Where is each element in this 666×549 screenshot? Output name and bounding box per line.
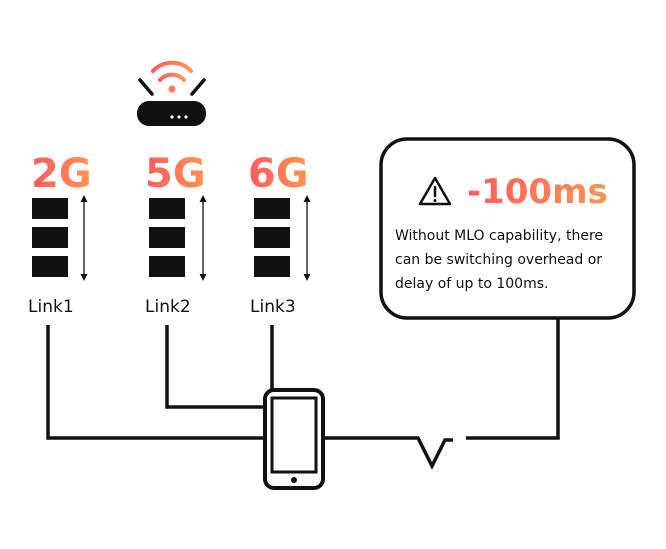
link2-label: Link2 — [145, 297, 191, 317]
link2-stack-icon — [149, 198, 185, 277]
band-label-6g: 6G — [248, 151, 309, 197]
link1-range-arrow-icon — [80, 195, 88, 281]
smartphone-icon — [263, 388, 325, 490]
link3-label: Link3 — [250, 297, 296, 317]
wifi-icon — [151, 60, 193, 93]
band-label-5g: 5G — [145, 151, 206, 197]
link3-stack-icon — [254, 198, 290, 277]
link1-connector — [46, 325, 265, 440]
band-label-2g: 2G — [31, 151, 92, 197]
callout-box — [379, 137, 636, 320]
callout-text-line-1: Without MLO capability, there — [395, 228, 603, 244]
callout-text-line-3: delay of up to 100ms. — [395, 276, 548, 292]
link2-range-arrow-icon — [199, 195, 207, 281]
callout-text-line-2: can be switching overhead or — [395, 252, 602, 268]
zigzag-break-icon — [406, 436, 453, 470]
connection-lines — [46, 318, 560, 440]
link2-connector — [165, 325, 265, 409]
link3-range-arrow-icon — [303, 195, 311, 281]
link1-stack-icon — [32, 198, 68, 277]
callout-connector-right — [466, 318, 560, 440]
warning-triangle-icon — [418, 176, 452, 206]
link1-label: Link1 — [28, 297, 74, 317]
router-icon — [137, 78, 206, 126]
latency-value: -100ms — [467, 172, 608, 212]
